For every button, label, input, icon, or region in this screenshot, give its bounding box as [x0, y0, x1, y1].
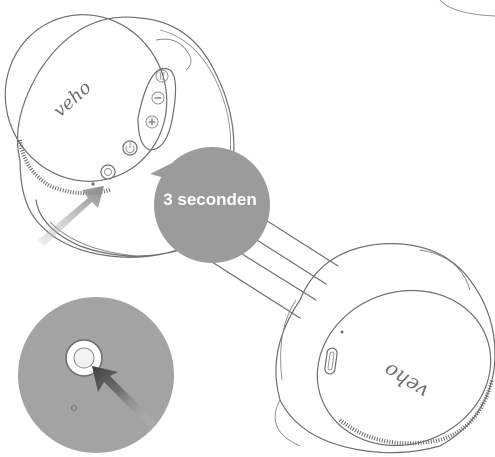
- right-cup-brand-logo: veho: [379, 358, 432, 404]
- usb-c-port-icon: [324, 347, 338, 374]
- button-detail-zoom: [18, 297, 174, 453]
- left-cup-brand-logo: veho: [49, 77, 95, 122]
- plus-icon: [149, 119, 155, 125]
- usb-c-port: [324, 347, 338, 374]
- volume-up-button[interactable]: [146, 116, 158, 128]
- led-indicator: [91, 182, 94, 185]
- right-ear-cup: veho: [275, 244, 495, 457]
- control-button-strip: [123, 69, 176, 155]
- power-icon: [126, 142, 134, 153]
- volume-down-button[interactable]: [152, 92, 164, 104]
- hold-duration-label: 3 seconden: [150, 190, 270, 210]
- pairing-button[interactable]: [101, 165, 115, 179]
- charge-led: [341, 331, 344, 334]
- power-button[interactable]: [123, 141, 137, 155]
- press-arrow: [38, 186, 104, 246]
- corner-bubble-edge: [440, 0, 495, 16]
